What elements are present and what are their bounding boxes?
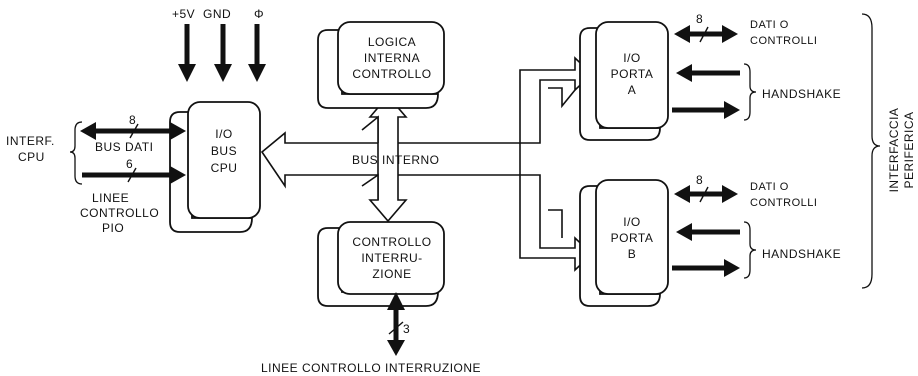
port-a-signals: 8 DATI O CONTROLLI HANDSHAKE xyxy=(672,12,841,121)
bus-vertical-edge xyxy=(361,115,379,143)
linee-controllo-width: 6 xyxy=(126,157,133,171)
linee-controllo-line3: PIO xyxy=(102,221,124,235)
porta-a-dati-line1: DATI O xyxy=(750,19,789,31)
power-phi-arrowhead xyxy=(248,64,266,82)
interf-cpu-line1: INTERF. xyxy=(6,134,55,148)
logica-line2: INTERNA xyxy=(364,51,420,65)
porta-b-handshake-in-head xyxy=(676,223,692,241)
bus-dati-arrowhead-left xyxy=(80,122,96,140)
porta-b-dati-line1: DATI O xyxy=(750,181,789,193)
io-bus-cpu-block: I/O BUS CPU xyxy=(169,101,261,233)
io-bus-cpu-line2: BUS xyxy=(211,144,237,158)
linee-controllo-line2: CONTROLLO xyxy=(80,206,159,220)
porta-a-data-arrowhead-right xyxy=(722,25,738,43)
porta-a-handshake-in-head xyxy=(676,64,692,82)
interfaccia-periferica: INTERFACCIA PERIFERICA xyxy=(861,13,916,289)
bus-vertical-shape xyxy=(368,94,408,223)
porta-a-line2: PORTA xyxy=(611,67,654,81)
power-5v-label: +5V xyxy=(172,7,195,21)
power-gnd-arrowhead xyxy=(214,64,232,82)
bus-vertical-edge2 xyxy=(361,173,379,200)
porta-a-block: I/O PORTA A xyxy=(579,21,669,141)
porta-b-block: I/O PORTA B xyxy=(579,179,669,307)
porta-a-data-slash xyxy=(699,26,709,43)
interrupt-lines: 3 LINEE CONTROLLO INTERRUZIONE xyxy=(261,292,481,375)
port-b-signals: 8 DATI O CONTROLLI HANDSHAKE xyxy=(672,173,841,279)
logica-line3: CONTROLLO xyxy=(352,67,431,81)
interrupt-arrowhead-up xyxy=(387,292,405,310)
io-bus-cpu-line1: I/O xyxy=(215,127,233,141)
bus-dati-arrowhead-right xyxy=(170,122,186,140)
logica-line1: LOGICA xyxy=(368,35,416,49)
internal-bus: BUS INTERNO xyxy=(260,56,594,272)
io-bus-cpu-line3: CPU xyxy=(211,161,238,175)
interrupt-slash xyxy=(388,321,404,335)
linee-controllo-line1: LINEE xyxy=(92,191,129,205)
bus-interno-label: BUS INTERNO xyxy=(352,153,440,167)
bus-branch-edge-b xyxy=(548,209,563,238)
interfaccia-periferica-line2: PERIFERICA xyxy=(902,111,916,188)
logica-block: LOGICA INTERNA CONTROLLO xyxy=(317,21,445,109)
bus-dati-slash xyxy=(129,123,139,139)
porta-a-handshake-out-head xyxy=(724,101,740,119)
power-phi-label: Φ xyxy=(254,7,264,21)
linee-controllo-slash xyxy=(127,167,137,183)
porta-b-handshake-out-head xyxy=(724,259,740,277)
cpu-interface: INTERF. CPU 8 BUS DATI 6 LINEE CONTROLLO… xyxy=(6,113,186,235)
porta-b-line1: I/O xyxy=(623,215,641,229)
bus-dati-width: 8 xyxy=(129,113,136,127)
porta-b-handshake-brace xyxy=(743,221,757,279)
interfaccia-periferica-line1: INTERFACCIA xyxy=(887,108,901,193)
porta-a-dati-line2: CONTROLLI xyxy=(750,35,817,47)
interf-cpu-line2: CPU xyxy=(18,150,45,164)
power-gnd-label: GND xyxy=(203,7,231,21)
interrupt-width: 3 xyxy=(403,322,410,336)
porta-a-handshake-brace xyxy=(743,63,757,121)
porta-a-box xyxy=(595,21,669,129)
controllo-interruzione-line3: ZIONE xyxy=(372,267,411,281)
interf-cpu-brace xyxy=(69,121,83,185)
porta-a-handshake-label: HANDSHAKE xyxy=(762,87,841,101)
porta-b-data-width: 8 xyxy=(696,173,703,187)
bus-branch-edge-a xyxy=(548,87,576,109)
porta-a-data-width: 8 xyxy=(696,12,703,26)
power-inputs: +5V GND Φ xyxy=(172,7,266,82)
porta-b-data-arrowhead-right xyxy=(722,185,738,203)
interrupt-label: LINEE CONTROLLO INTERRUZIONE xyxy=(261,361,481,375)
power-5v-arrowhead xyxy=(178,64,196,82)
porta-b-line2: PORTA xyxy=(611,231,654,245)
porta-b-box xyxy=(595,179,669,295)
porta-b-data-slash xyxy=(699,186,709,203)
porta-a-line3: A xyxy=(628,83,637,97)
controllo-interruzione-line1: CONTROLLO xyxy=(352,235,431,249)
io-bus-cpu-box xyxy=(187,101,261,219)
porta-b-data-arrowhead-left xyxy=(674,185,690,203)
porta-a-line1: I/O xyxy=(623,51,641,65)
porta-a-data-arrowhead-left xyxy=(674,25,690,43)
controllo-interruzione-line2: INTERRU- xyxy=(361,251,422,265)
logica-box xyxy=(337,21,445,95)
linee-controllo-arrowhead xyxy=(170,166,186,184)
controllo-interruzione-block: CONTROLLO INTERRU- ZIONE xyxy=(317,221,445,307)
bus-dati-label: BUS DATI xyxy=(95,140,153,154)
interfaccia-periferica-brace xyxy=(861,13,881,289)
porta-b-handshake-label: HANDSHAKE xyxy=(762,247,841,261)
controllo-interruzione-box xyxy=(337,221,445,295)
porta-b-dati-line2: CONTROLLI xyxy=(750,197,817,209)
porta-b-line3: B xyxy=(628,247,637,261)
interrupt-arrowhead-down xyxy=(387,340,405,356)
